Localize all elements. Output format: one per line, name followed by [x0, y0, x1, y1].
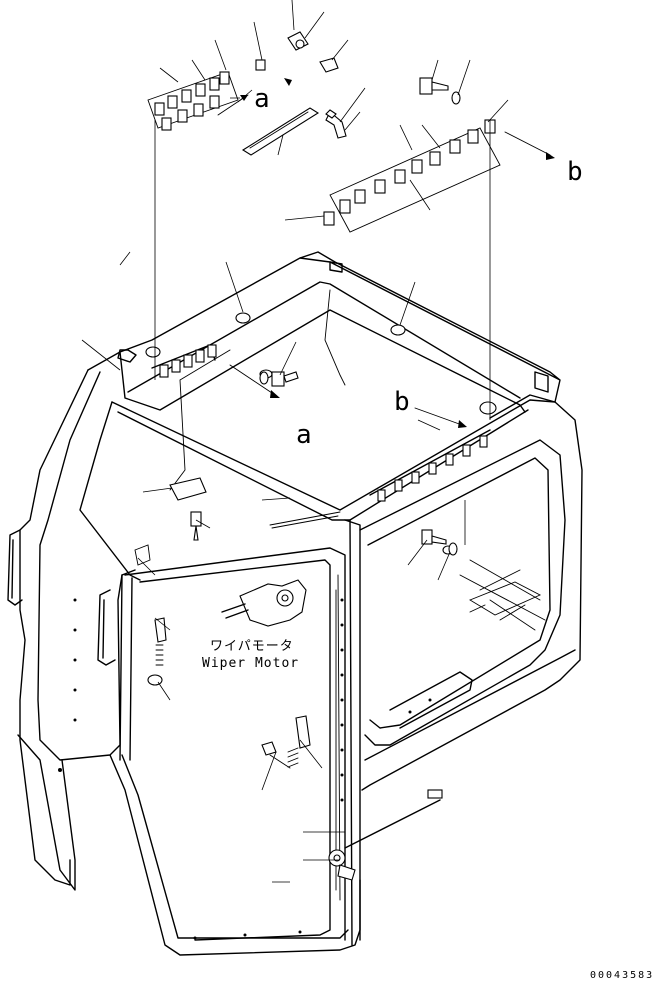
view-label-a-top: a: [254, 84, 270, 114]
view-arrow-b-lower: [414, 407, 467, 428]
lamp-lens-plate: [241, 107, 320, 156]
window-bolt-set: [421, 529, 458, 556]
plate-and-bolt-left: [134, 477, 207, 566]
door-frame-inner: [139, 559, 331, 941]
left-front-pillar: [19, 369, 89, 886]
door-latch-strip: [335, 574, 341, 901]
left-handrail: [7, 529, 23, 606]
front-lower-panel: [17, 734, 76, 891]
roof-hook-right: [534, 371, 549, 393]
drawing-number: 00043583: [590, 970, 654, 981]
wiper-rail: [269, 511, 341, 529]
center-pillar-front: [119, 574, 133, 761]
switch-cluster-right: [323, 119, 501, 233]
roof-outline: [87, 251, 561, 419]
roof-hook-rear: [329, 261, 343, 273]
floor-lines: [459, 559, 546, 631]
roof-harness-wire: [169, 289, 346, 491]
view-arrow-a-lower: [229, 364, 280, 398]
lower-right-bracket: [389, 671, 473, 729]
view-arrow-a-top: [217, 94, 249, 116]
view-label-a-lower: a: [296, 420, 312, 450]
switch-cluster-left: [147, 71, 239, 131]
wiper-motor-label-jp: ワイパモータ: [210, 639, 294, 654]
right-window-inner: [367, 457, 551, 729]
door-cable: [328, 789, 443, 881]
wiper-motor-label-en: Wiper Motor: [202, 656, 299, 671]
left-bottom-rail-inner: [121, 754, 349, 939]
roof-harness-left: [151, 344, 217, 378]
roof-front-edge-2: [117, 409, 529, 521]
right-lower-rail: [364, 649, 576, 761]
door-frame-front: [124, 547, 346, 941]
center-pillar-outer: [344, 519, 361, 946]
left-bottom-rail: [109, 754, 361, 956]
grommets: [145, 312, 497, 555]
wiper-motor: [221, 579, 307, 627]
roof-front-edge: [111, 399, 556, 511]
floor-plate: [468, 581, 542, 616]
cab-frame: [7, 251, 583, 956]
view-label-b-lower: b: [394, 387, 410, 417]
view-arrow-b-top: [504, 131, 555, 160]
leader-lines: [81, 0, 509, 883]
front-glass-frame-left: [79, 401, 141, 581]
roof-inner-rail: [127, 281, 521, 399]
roof-harness-right: [369, 429, 491, 502]
door-damper-spring: [147, 617, 167, 686]
bolt-washer-right: [419, 77, 461, 105]
roof-bolt-set: [259, 371, 299, 387]
right-window-frame: [359, 439, 566, 746]
door-holes: [58, 598, 432, 940]
view-arrow-a-small: [284, 78, 292, 86]
left-handrail-2: [97, 589, 116, 666]
right-rear-pillar: [361, 401, 583, 791]
roof-hook-left: [117, 349, 137, 363]
door-stay-spring: [261, 715, 311, 769]
view-label-b-top: b: [567, 157, 583, 187]
left-front-pillar-inner: [37, 371, 136, 761]
small-parts-top: [255, 31, 347, 139]
